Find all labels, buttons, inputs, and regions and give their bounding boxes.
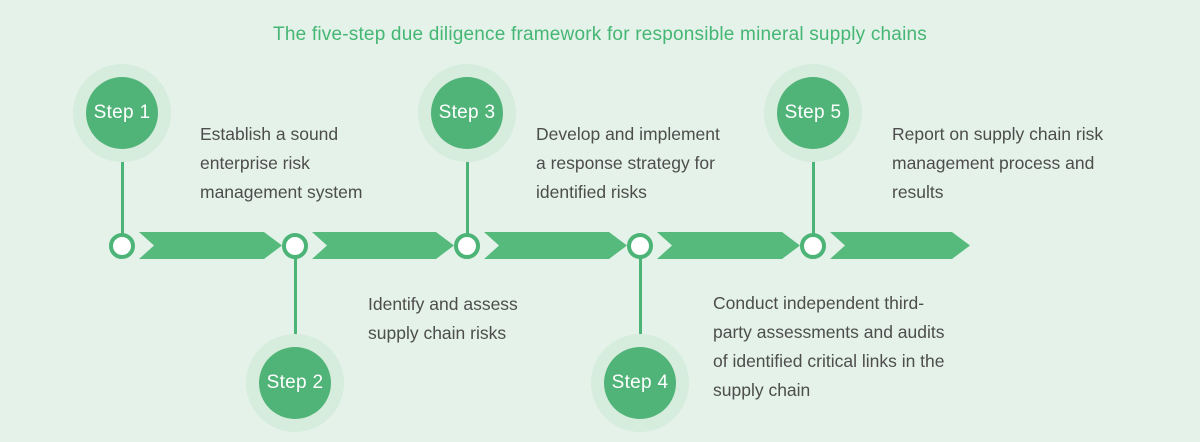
step-1-label: Step 1 — [93, 102, 151, 123]
step-1-circle: Step 1 — [86, 77, 158, 149]
step-3-connector-line — [465, 147, 469, 235]
step-2-timeline-node — [282, 233, 308, 259]
step-2-label: Step 2 — [266, 372, 324, 393]
step-description-line: supply chain risks — [368, 323, 507, 343]
step-1-timeline-node — [109, 233, 135, 259]
step-description-line: party assessments and audits — [713, 322, 945, 342]
step-description-line: management system — [200, 182, 363, 202]
step-description-line: Develop and implement — [536, 124, 720, 144]
step-description-line: Conduct independent third- — [713, 293, 925, 313]
step-2-badge: Step 2 — [246, 334, 344, 432]
step-4-circle: Step 4 — [604, 347, 676, 419]
step-4-connector-line — [638, 258, 642, 348]
step-4-badge: Step 4 — [591, 334, 689, 432]
step-3-circle: Step 3 — [431, 77, 503, 149]
step-5-connector-line — [811, 147, 815, 235]
step-description-line: management process and — [892, 153, 1095, 173]
step-description-line: Establish a sound — [200, 124, 339, 144]
step-3-label: Step 3 — [438, 102, 496, 123]
step-description-line: supply chain — [713, 380, 811, 400]
step-5-label: Step 5 — [784, 102, 842, 123]
step-5-badge: Step 5 — [764, 64, 862, 162]
step-description-line: of identified critical links in the — [713, 351, 945, 371]
timeline-arrow-2 — [312, 232, 454, 259]
step-2-circle: Step 2 — [259, 347, 331, 419]
step-3-timeline-node — [454, 233, 480, 259]
step-5-timeline-node — [800, 233, 826, 259]
step-description-line: enterprise risk — [200, 153, 310, 173]
timeline-arrow-4 — [657, 232, 800, 259]
step-1-badge: Step 1 — [73, 64, 171, 162]
step-1-connector-line — [120, 147, 124, 235]
step-5-description: Report on supply chain risk management p… — [892, 120, 1103, 207]
step-4-description: Conduct independent third- party assessm… — [713, 289, 945, 405]
step-2-connector-line — [293, 258, 297, 348]
step-3-badge: Step 3 — [418, 64, 516, 162]
timeline-arrow-5 — [830, 232, 970, 259]
step-4-label: Step 4 — [611, 372, 669, 393]
step-description-line: Identify and assess — [368, 294, 518, 314]
step-description-line: a response strategy for — [536, 153, 715, 173]
step-5-circle: Step 5 — [777, 77, 849, 149]
step-description-line: results — [892, 182, 944, 202]
step-1-description: Establish a sound enterprise risk manage… — [200, 120, 362, 207]
step-3-description: Develop and implement a response strateg… — [536, 120, 720, 207]
step-description-line: Report on supply chain risk — [892, 124, 1104, 144]
step-2-description: Identify and assess supply chain risks — [368, 290, 518, 348]
step-description-line: identified risks — [536, 182, 647, 202]
timeline-arrow-3 — [484, 232, 627, 259]
timeline-arrow-1 — [139, 232, 282, 259]
step-4-timeline-node — [627, 233, 653, 259]
diagram-title: The five-step due diligence framework fo… — [273, 24, 927, 45]
